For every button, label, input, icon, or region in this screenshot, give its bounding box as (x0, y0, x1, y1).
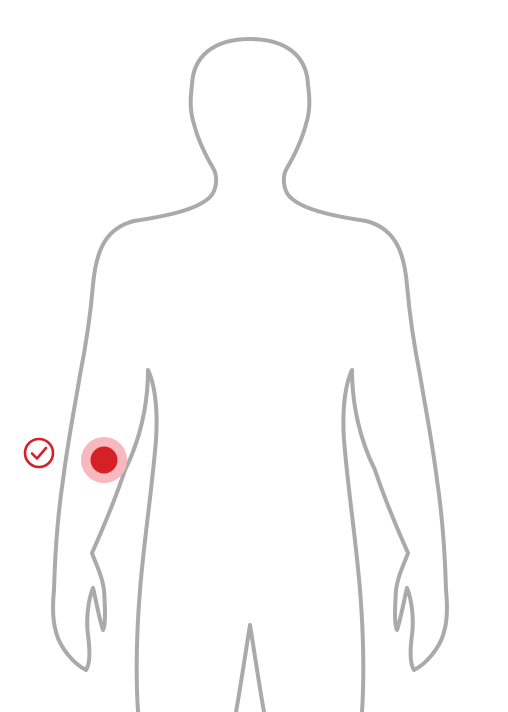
body-outline-path (50, 37, 450, 712)
leg-divider-path (234, 623, 266, 712)
check-circle-icon[interactable] (23, 437, 55, 469)
site-marker[interactable] (80, 436, 128, 484)
site-marker-dot (90, 446, 118, 474)
